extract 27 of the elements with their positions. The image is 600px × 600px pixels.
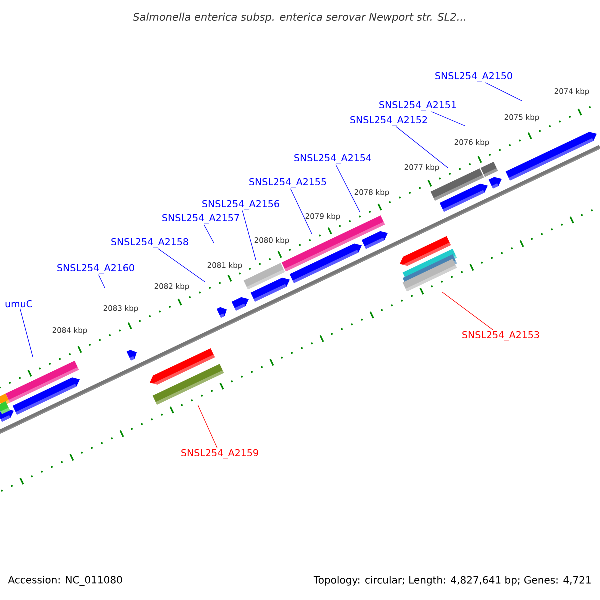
gene-label: SNSL254_A2151: [380, 101, 456, 111]
leader-line: [485, 82, 522, 102]
gene-label: SNSL254_A2155: [250, 178, 326, 188]
leader-line: [98, 274, 106, 288]
gene-label: SNSL254_A2156: [202, 200, 280, 210]
gene-label: SNSL254_A2154: [294, 154, 372, 164]
leader-line: [396, 126, 448, 168]
leader-line: [431, 112, 466, 126]
gene-label: SNSL254_A2150: [436, 72, 512, 82]
footer-text: Topology: circular; Length: 4,827,641 bp; Genes: 4,721: [314, 576, 591, 586]
title: Salmonella enterica subsp. enterica serovar Newport str. SL2...: [133, 12, 466, 24]
leader-line: [442, 292, 494, 330]
leader-line: [158, 248, 206, 282]
gene-label: umuC: [6, 300, 32, 308]
leader-line: [198, 404, 218, 448]
gene-label: SNSL254_A2158: [112, 238, 188, 248]
footer-text: Accession: NC_011080: [8, 576, 122, 586]
gene-label: SNSL254_A2160: [58, 264, 134, 274]
gene-label: SNSL254_A2152: [350, 116, 428, 126]
gene-label: SNSL254_A2159: [182, 449, 258, 459]
leader-line: [336, 164, 360, 212]
leader-line: [204, 224, 214, 244]
leader-line: [242, 210, 256, 260]
leader-line: [20, 308, 34, 358]
gene-label: SNSL254_A2157: [162, 214, 240, 224]
gene-label: SNSL254_A2153: [462, 331, 540, 341]
leader-line: [290, 188, 312, 234]
